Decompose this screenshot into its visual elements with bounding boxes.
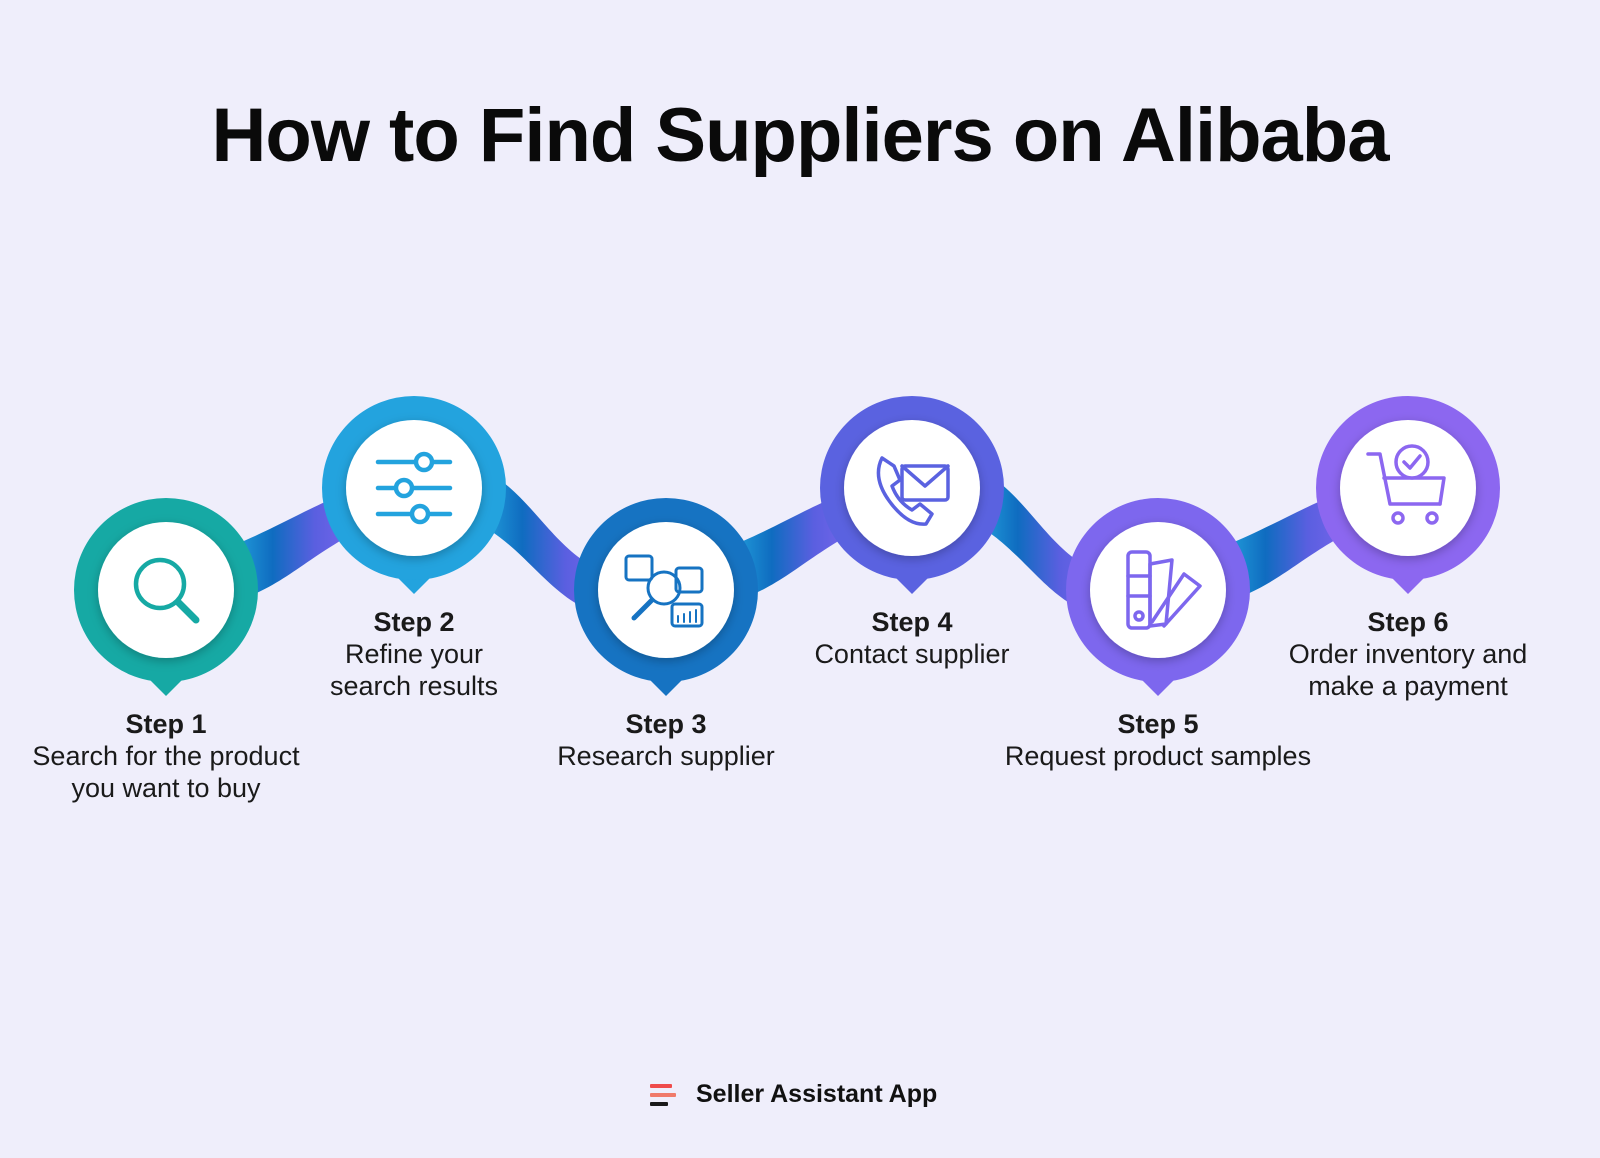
step-label: Step 4 (871, 607, 953, 637)
brand-name: Seller Assistant App (696, 1080, 938, 1108)
step-marker-6 (1316, 396, 1500, 594)
page-title: How to Find Suppliers on Alibaba (211, 93, 1390, 178)
step-label: Step 3 (625, 709, 707, 739)
step-marker-3 (574, 498, 758, 696)
step-marker-2 (322, 396, 506, 594)
step-description: Order inventory and make a payment (1288, 639, 1528, 701)
step-label: Step 2 (373, 607, 455, 637)
step-marker-4 (820, 396, 1004, 594)
step-label: Step 1 (125, 709, 207, 739)
brand-logo-icon (650, 1083, 676, 1106)
phone-mail-icon (876, 456, 950, 526)
swatch-icon (1126, 550, 1202, 630)
sliders-icon (375, 451, 453, 525)
step-description: Request product samples (1004, 741, 1312, 771)
step-label: Step 5 (1117, 709, 1199, 739)
step-marker-5 (1066, 498, 1250, 696)
step-description: Refine your search results (329, 639, 499, 701)
search-icon (133, 557, 200, 624)
brand: Seller Assistant App (650, 1080, 937, 1109)
step-description: Contact supplier (814, 639, 1010, 669)
step-marker-1 (74, 498, 258, 696)
research-supplier-icon (624, 554, 704, 628)
cart-check-icon (1366, 444, 1446, 525)
step-label: Step 6 (1367, 607, 1449, 637)
step-description: Search for the product you want to buy (32, 741, 300, 803)
step-description: Research supplier (557, 741, 775, 771)
